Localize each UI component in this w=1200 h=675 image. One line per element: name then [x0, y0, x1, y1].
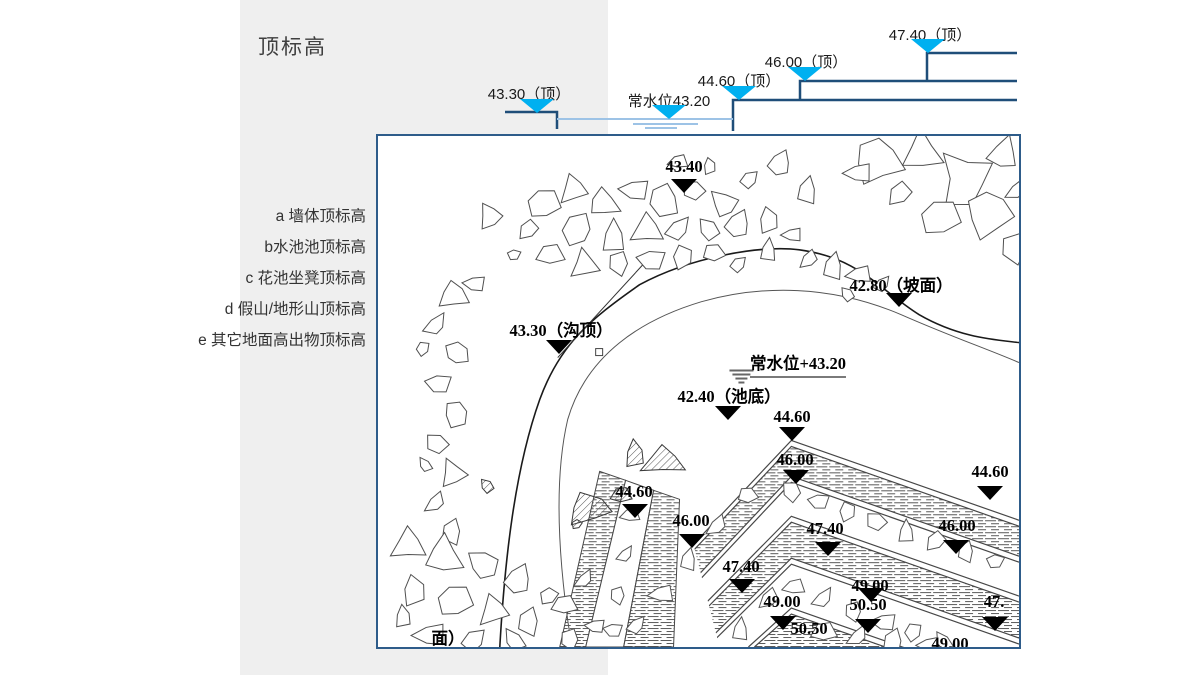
legend-item-e: e 其它地面高出物顶标高 [198, 332, 366, 349]
drawing-label: 43.30（沟顶） [509, 321, 613, 340]
square-marker [595, 348, 604, 357]
cyan-triangle-icon [652, 105, 686, 119]
pond-edge-curve [558, 289, 1019, 647]
water-symbol-icon [729, 369, 754, 384]
page-title: 顶标高 [258, 36, 327, 59]
black-triangle-icon [858, 588, 884, 602]
cyan-triangle-icon [788, 67, 822, 81]
drawing-label: 49.00 [763, 592, 801, 611]
black-triangle-icon [855, 619, 881, 633]
black-triangle-icon [815, 542, 841, 556]
black-triangle-icon [546, 340, 572, 354]
drawing-label: 44.60 [615, 482, 653, 501]
paving-stones [602, 482, 1006, 647]
black-triangle-icon [886, 293, 912, 307]
drawing-label: 46.00 [672, 511, 710, 530]
elevation-marker-label: 常水位43.20 [627, 93, 711, 110]
elevation-marker-label: 46.00（顶） [764, 54, 848, 71]
black-triangle-icon [622, 504, 648, 518]
drawing-label: 43.40 [665, 157, 703, 176]
black-triangle-icon [729, 579, 755, 593]
drawing-label: 常水位+43.20 [749, 350, 847, 378]
drawing-label: 49.00 [931, 634, 969, 649]
elevation-marker-label: 43.30（顶） [487, 86, 571, 103]
legend-list: a 墙体顶标高 b水池池顶标高 c 花池坐凳顶标高 d 假山/地形山顶标高 e … [150, 206, 366, 361]
drawing-label: 50.50 [790, 619, 828, 638]
legend-item-a: a 墙体顶标高 [275, 208, 366, 225]
drawing-label: 47.40 [806, 519, 844, 538]
drawing-label: 47.40 [722, 557, 760, 576]
black-triangle-icon [671, 179, 697, 193]
hatched-boulders [480, 437, 687, 530]
black-triangle-icon [770, 616, 796, 630]
drawing-label: 面） [431, 629, 465, 648]
drawing-label: 46.00 [938, 516, 976, 535]
drawing-label: 42.40（池底） [677, 387, 781, 406]
cyan-triangle-icon [911, 39, 945, 53]
drawing-label: 46.00 [776, 450, 814, 469]
drawing-frame: 43.40 42.80（坡面） 43.30（沟顶） 常水位+43.20 42.4… [376, 134, 1021, 649]
drawing-label: 44.60 [971, 462, 1009, 481]
cyan-triangle-icon [520, 99, 554, 113]
black-triangle-icon [982, 617, 1008, 631]
drawing-label: 42.80（坡面） [849, 276, 953, 295]
legend-item-d: d 假山/地形山顶标高 [224, 301, 366, 318]
black-triangle-icon [679, 534, 705, 548]
legend-item-b: b水池池顶标高 [264, 239, 366, 256]
site-plan-svg [389, 136, 1019, 647]
ditch-leader-line [557, 261, 646, 358]
drawing-label: 44.60 [773, 407, 811, 426]
black-triangle-icon [779, 427, 805, 441]
black-triangle-icon [783, 470, 809, 484]
rock-polygons [389, 136, 1019, 647]
cyan-triangle-icon [722, 86, 756, 100]
elevation-marker-label: 44.60（顶） [697, 73, 781, 90]
slope-contour-curve [499, 247, 1019, 647]
black-triangle-icon [943, 540, 969, 554]
black-triangle-icon [715, 406, 741, 420]
drawing-label: 47. [983, 592, 1005, 611]
legend-item-c: c 花池坐凳顶标高 [245, 270, 366, 287]
elevation-marker-label: 47.40（顶） [888, 27, 972, 44]
black-triangle-icon [977, 486, 1003, 500]
